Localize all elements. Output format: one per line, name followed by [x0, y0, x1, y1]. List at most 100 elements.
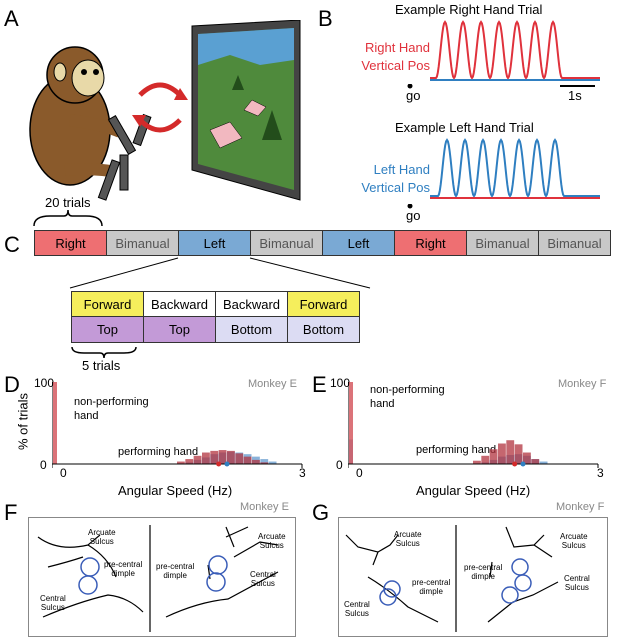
twenty-trials-label: 20 trials: [45, 195, 91, 210]
panel-label-g: G: [312, 500, 330, 525]
go-label-left: go: [406, 208, 421, 223]
median-marker: [512, 461, 518, 467]
display-screen: [191, 20, 301, 201]
position-cell-top: Top: [71, 316, 144, 343]
hist-bar-red: [514, 444, 523, 464]
panel-d-xtick-0: 0: [60, 466, 67, 480]
panel-d-ytick-0: 0: [40, 458, 47, 472]
panel-label-e: E: [312, 372, 327, 397]
block-bimanual: Bimanual: [106, 230, 179, 256]
hist-bar-red: [218, 450, 227, 464]
block-left: Left: [178, 230, 251, 256]
rotation-arrows-icon: [132, 82, 188, 133]
direction-cell-backward: Backward: [215, 291, 288, 317]
panel-g-box: [338, 517, 608, 637]
median-marker: [520, 461, 526, 467]
hist-bar-red: [481, 455, 490, 464]
panel-g-monkey-label: Monkey F: [556, 501, 605, 513]
nonperforming-bar-red: [53, 382, 57, 464]
panel-d-ytick-100: 100: [34, 376, 55, 390]
hist-bar-blue: [268, 461, 277, 464]
panel-label-b: B: [318, 6, 333, 31]
panel-e-xlabel: Angular Speed (Hz): [416, 483, 531, 498]
block-right: Right: [34, 230, 107, 256]
hist-bar-red: [523, 452, 531, 464]
block-bimanual: Bimanual: [466, 230, 539, 256]
hist-bar-red: [243, 456, 252, 464]
panel-label-d: D: [4, 372, 20, 397]
block-bimanual: Bimanual: [250, 230, 323, 256]
panel-e-performing-label: performing hand: [416, 444, 497, 456]
hist-axes: [348, 382, 598, 465]
right-hand-trace-right-trial: [430, 20, 600, 80]
block-left: Left: [322, 230, 395, 256]
left-hand-label-line1: Left Hand: [373, 162, 430, 177]
hist-bar-red: [185, 459, 194, 464]
panel-label-f: F: [4, 500, 18, 525]
hist-bar-red: [489, 449, 498, 464]
left-trial-title: Example Left Hand Trial: [395, 120, 534, 135]
hist-bar-red: [498, 443, 506, 464]
panel-b-traces: [430, 20, 600, 199]
zoom-lines: [69, 257, 371, 289]
panel-d-monkey-label: Monkey E: [248, 378, 297, 390]
panel-e-xtick-3: 3: [597, 466, 604, 480]
left-hand-label-line2: Vertical Pos: [361, 180, 430, 195]
hist-bar-red: [227, 450, 235, 464]
panel-label-a: A: [4, 6, 19, 31]
go-label-right: go: [406, 88, 421, 103]
panel-d-nonperforming-line2: hand: [74, 410, 99, 422]
panel-f-brain-maps: [37, 525, 279, 632]
hist-bar-red: [202, 452, 210, 464]
monkey-illustration: [29, 46, 152, 201]
hist-bar-red: [506, 440, 515, 464]
panel-f-monkey-label: Monkey E: [240, 501, 289, 513]
scale-bar-label: 1s: [568, 88, 582, 103]
hist-bar-blue: [260, 459, 269, 464]
five-trials-label: 5 trials: [82, 358, 121, 373]
panel-e-ytick-100: 100: [330, 376, 351, 390]
panel-g-brain-maps: [345, 525, 559, 632]
hist-bar-red: [473, 460, 481, 464]
median-marker: [224, 461, 230, 467]
panel-d-histogram: [52, 382, 303, 468]
panel-a-illustration: [29, 20, 301, 201]
five-trials-brace: [71, 346, 137, 359]
hist-axes: [52, 382, 302, 465]
position-cell-bottom: Bottom: [215, 316, 288, 343]
right-trial-title: Example Right Hand Trial: [395, 2, 543, 17]
panel-d-nonperforming-line1: non-performing: [74, 396, 149, 408]
right-hand-label-line1: Right Hand: [364, 40, 430, 55]
left-hand-trace-left-trial: [430, 138, 600, 198]
direction-cell-forward: Forward: [287, 291, 360, 317]
panel-e-nonperforming-line2: hand: [370, 398, 395, 410]
hist-bar-red: [235, 453, 244, 464]
panel-d-ylabel: % of trials: [15, 392, 31, 451]
position-cell-bottom: Bottom: [287, 316, 360, 343]
block-bimanual: Bimanual: [538, 230, 611, 256]
panel-e-nonperforming-line1: non-performing: [370, 384, 445, 396]
hist-bar-red: [193, 455, 202, 464]
direction-cell-backward: Backward: [143, 291, 216, 317]
nonperforming-bar-red: [349, 382, 353, 464]
twenty-trials-brace: [33, 209, 103, 227]
hist-bar-red: [252, 459, 260, 464]
panel-e-monkey-label: Monkey F: [558, 378, 607, 390]
panel-e-ytick-0: 0: [336, 458, 343, 472]
panel-f-box: [28, 517, 296, 637]
hist-bar-red: [260, 462, 269, 464]
median-marker: [216, 461, 222, 467]
hist-bar-blue: [539, 461, 548, 464]
position-cell-top: Top: [143, 316, 216, 343]
